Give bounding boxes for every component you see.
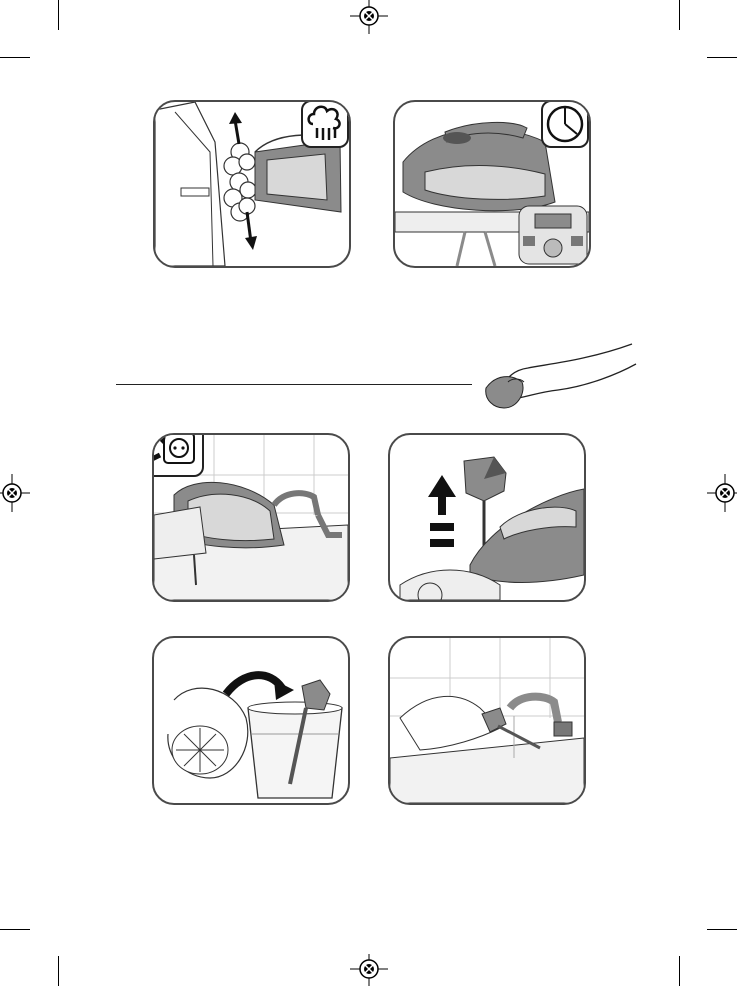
crop-mark: [58, 0, 59, 30]
figure-rinse-valve-tap: [388, 636, 586, 805]
control-panel-inset: [519, 206, 587, 264]
curved-arrow-icon: [226, 675, 282, 694]
cleaning-cloth-hand-icon: [478, 338, 638, 410]
registration-mark-top: [350, 0, 388, 34]
steam-icon: [301, 100, 349, 148]
unplugged-socket-icon: [152, 433, 204, 477]
rinse-valve-illustration: [390, 638, 584, 803]
section-divider: [116, 384, 472, 385]
figure-soak-valve-lemon: [152, 636, 350, 805]
remove-valve-illustration: [390, 435, 584, 600]
crop-mark: [707, 57, 737, 58]
crop-mark: [0, 57, 30, 58]
registration-mark-bottom: [350, 954, 388, 986]
crop-mark: [679, 956, 680, 986]
crop-mark: [58, 956, 59, 986]
up-arrow-icon: [428, 475, 456, 515]
crop-mark: [707, 929, 737, 930]
crop-mark: [0, 929, 30, 930]
up-arrow-icon: [235, 120, 239, 144]
registration-mark-right: [707, 474, 737, 512]
tap-icon: [510, 697, 558, 722]
figure-iron-on-heel-wait: [393, 100, 591, 268]
crop-mark: [679, 0, 680, 30]
soak-valve-illustration: [154, 638, 348, 803]
timer-icon: [541, 100, 589, 148]
figure-remove-anti-scale-valve: [388, 433, 586, 602]
registration-mark-left: [0, 474, 30, 512]
figure-unplug-empty-tank: [152, 433, 350, 602]
figure-steam-vertical: [153, 100, 351, 268]
